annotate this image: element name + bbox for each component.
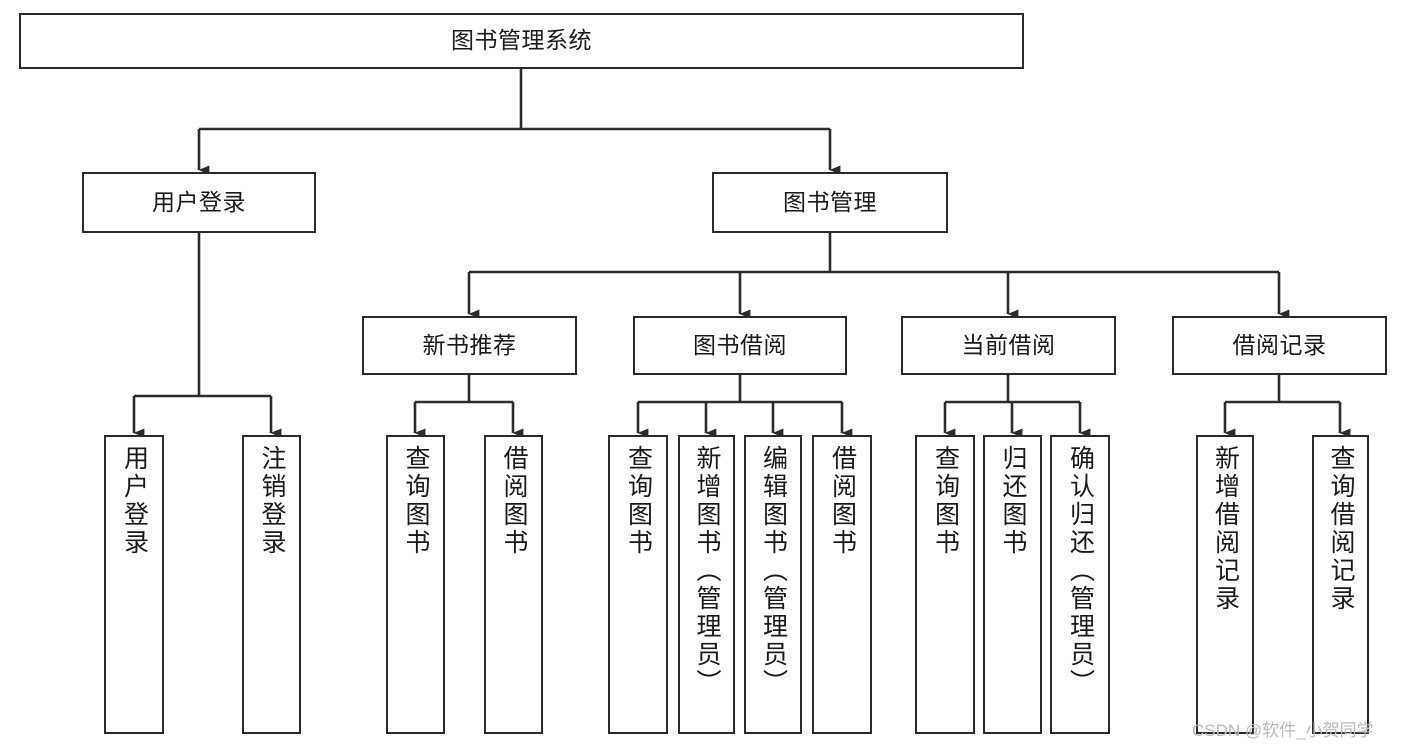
node-label: 确认归还（管理员）	[1066, 445, 1095, 697]
node-borrowing-records[interactable]: 借阅记录	[1172, 316, 1387, 375]
leaf-query-books-newbook[interactable]: 查询图书	[386, 435, 445, 734]
leaf-query-books-borrow[interactable]: 查询图书	[608, 435, 668, 734]
leaf-borrow-books[interactable]: 借阅图书	[812, 435, 872, 734]
node-root-book-management-system[interactable]: 图书管理系统	[19, 13, 1024, 69]
node-label: 归还图书	[999, 445, 1027, 557]
node-label: 图书借阅	[693, 331, 787, 358]
leaf-borrow-books-newbook[interactable]: 借阅图书	[484, 435, 543, 734]
node-user-login[interactable]: 用户登录	[82, 172, 316, 233]
node-book-management[interactable]: 图书管理	[712, 172, 948, 233]
leaf-return-books[interactable]: 归还图书	[983, 435, 1042, 734]
node-new-book-recommendation[interactable]: 新书推荐	[362, 316, 577, 375]
leaf-query-borrow-record[interactable]: 查询借阅记录	[1312, 435, 1369, 734]
node-label: 图书管理	[783, 188, 877, 215]
leaf-logout[interactable]: 注销登录	[242, 435, 301, 734]
leaf-query-books-current[interactable]: 查询图书	[915, 435, 975, 734]
node-label: 新书推荐	[422, 331, 517, 358]
leaf-confirm-return-admin[interactable]: 确认归还（管理员）	[1050, 435, 1110, 734]
node-label: 新增借阅记录	[1211, 445, 1240, 613]
node-book-borrowing[interactable]: 图书借阅	[633, 316, 847, 375]
node-label: 注销登录	[258, 445, 286, 557]
leaf-add-book-admin[interactable]: 新增图书（管理员）	[678, 435, 735, 734]
node-label: 借阅图书	[500, 445, 528, 557]
leaf-add-borrow-record[interactable]: 新增借阅记录	[1196, 435, 1254, 734]
node-label: 查询图书	[931, 445, 960, 557]
node-label: 借阅记录	[1232, 331, 1327, 358]
leaf-user-login[interactable]: 用户登录	[104, 435, 164, 734]
node-label: 图书管理系统	[451, 27, 592, 54]
node-label: 查询图书	[624, 445, 653, 557]
node-current-borrowing[interactable]: 当前借阅	[901, 316, 1116, 375]
node-label: 新增图书（管理员）	[693, 445, 721, 697]
node-label: 用户登录	[152, 188, 246, 215]
node-label: 借阅图书	[828, 445, 857, 557]
node-label: 查询借阅记录	[1327, 445, 1355, 613]
node-label: 编辑图书（管理员）	[759, 445, 788, 697]
node-label: 查询图书	[402, 445, 430, 557]
leaf-edit-book-admin[interactable]: 编辑图书（管理员）	[744, 435, 802, 734]
node-label: 当前借阅	[961, 331, 1056, 358]
node-label: 用户登录	[120, 445, 149, 557]
